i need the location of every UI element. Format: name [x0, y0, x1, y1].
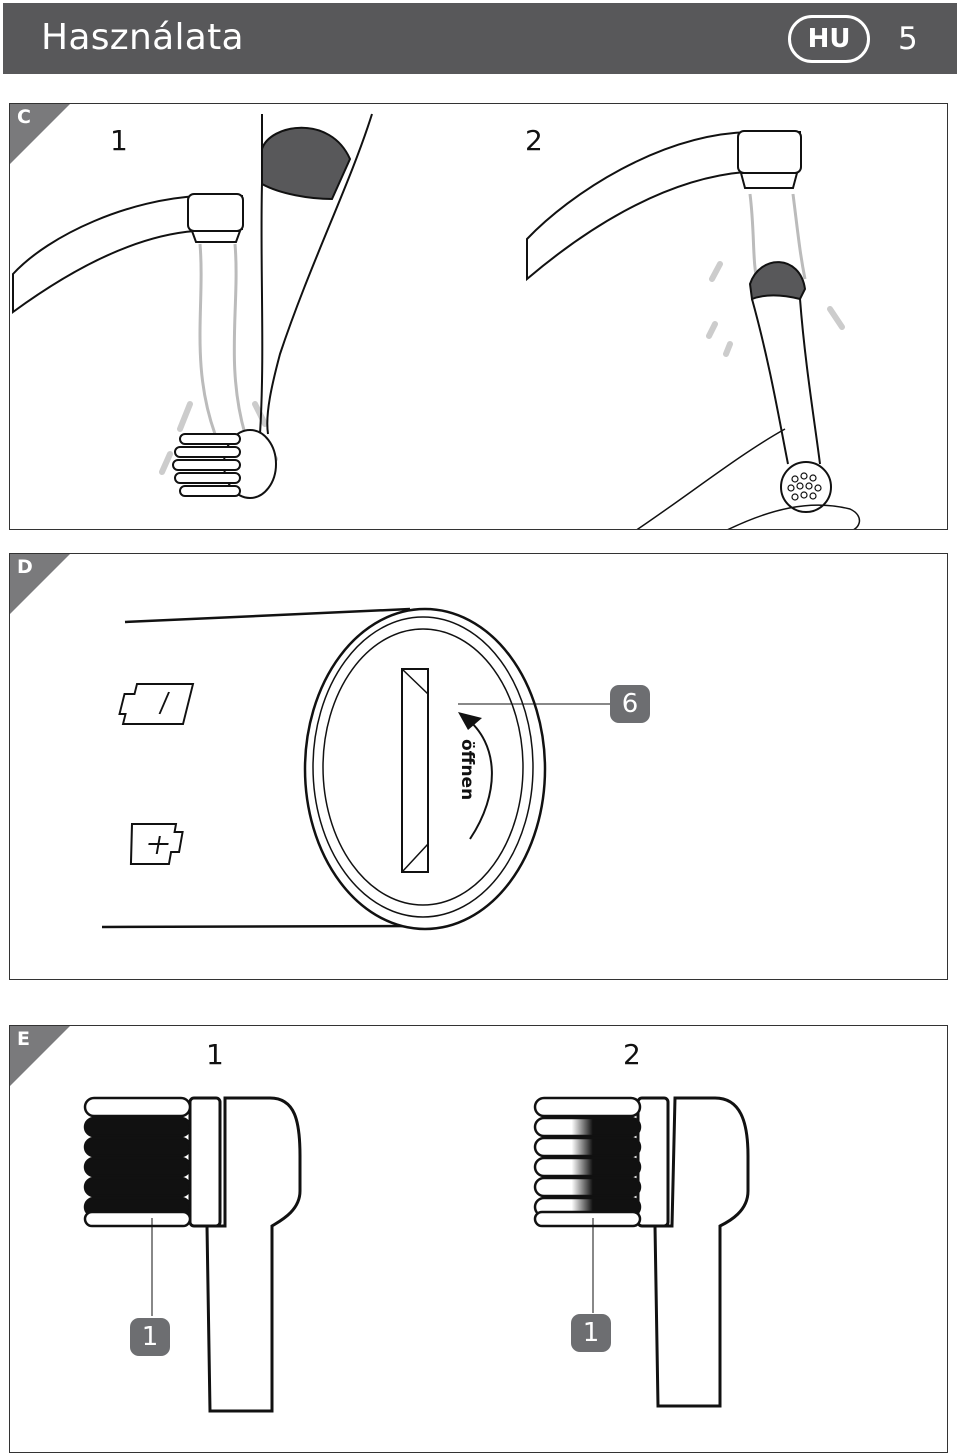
- panel-corner-d: [10, 554, 70, 614]
- step-number-e2: 2: [623, 1038, 641, 1071]
- brush-wear-indicator-illustration: [83, 1096, 750, 1413]
- language-badge: HU: [788, 15, 870, 63]
- panel-corner-c: [10, 104, 70, 164]
- figure-panel-d: öffnen D 6: [9, 553, 948, 980]
- open-direction-label: öffnen: [457, 739, 477, 800]
- battery-compartment-illustration: öffnen: [101, 607, 610, 931]
- panel-letter-d: D: [17, 556, 33, 578]
- rinse-under-tap-illustration: [12, 113, 861, 529]
- callout-6: 6: [610, 685, 650, 723]
- callout-1-right: 1: [571, 1314, 611, 1352]
- callout-1-left: 1: [130, 1318, 170, 1356]
- step-number-c2: 2: [525, 124, 543, 157]
- panel-corner-e: [10, 1026, 70, 1086]
- page-title: Használata: [41, 17, 244, 58]
- panel-letter-c: C: [17, 106, 31, 128]
- figure-panel-c: C 1 2: [9, 103, 948, 530]
- page-number: 5: [898, 21, 918, 57]
- step-number-c1: 1: [110, 124, 128, 157]
- step-number-e1: 1: [206, 1038, 224, 1071]
- figure-panel-e: E 1 2 1 1: [9, 1025, 948, 1453]
- page-header: Használata HU 5: [3, 3, 957, 74]
- panel-letter-e: E: [17, 1028, 30, 1050]
